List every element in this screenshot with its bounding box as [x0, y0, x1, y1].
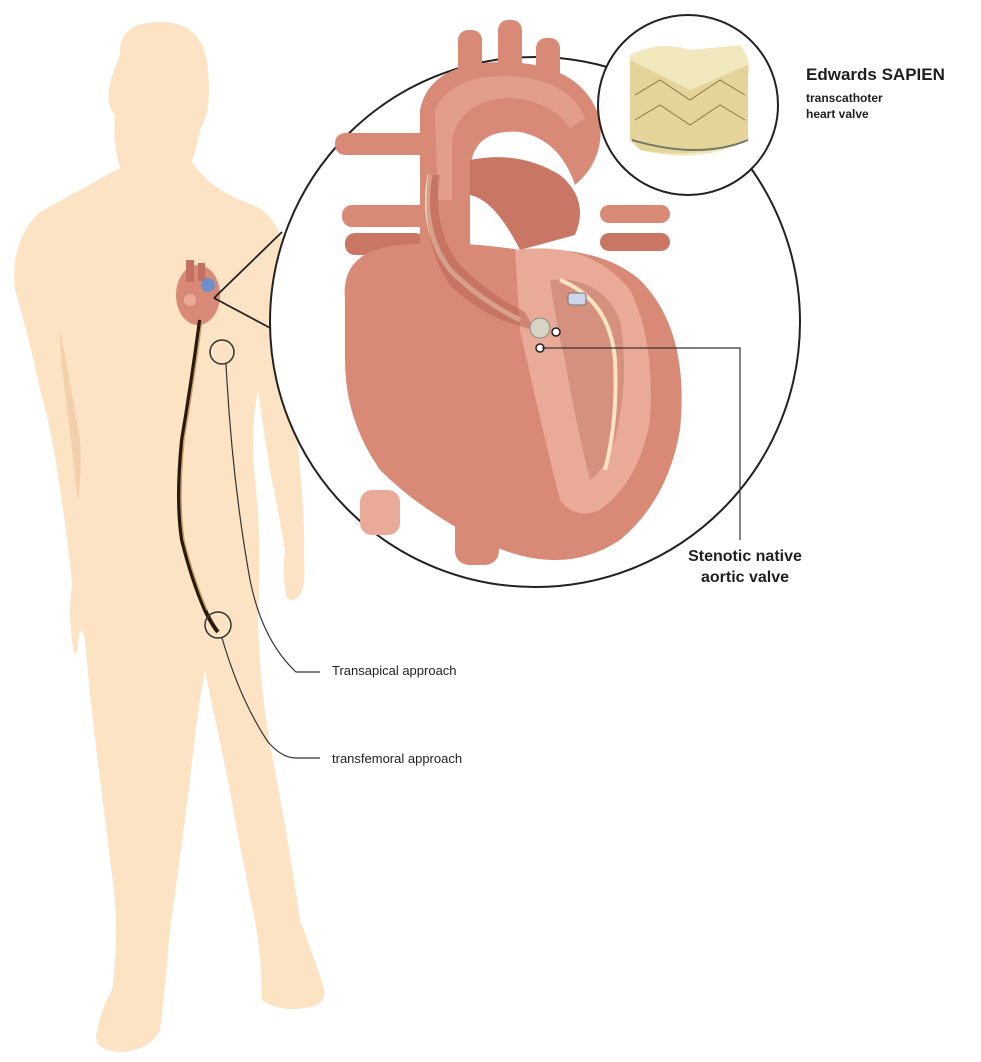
transapical-label: Transapical approach [332, 662, 457, 680]
human-body-silhouette [14, 22, 324, 1052]
valve-desc-line2: heart valve [806, 106, 956, 122]
transfemoral-label: transfemoral approach [332, 750, 462, 768]
native-valve-label: Stenotic native aortic valve [640, 546, 850, 588]
valve-description: transcathoter heart valve [806, 90, 956, 122]
valve-name-label: Edwards SAPIEN [806, 64, 945, 86]
valve-desc-line1: transcathoter [806, 90, 956, 106]
sapien-valve-image [630, 45, 749, 156]
native-line2: aortic valve [640, 567, 850, 588]
native-line1: Stenotic native [640, 546, 850, 567]
